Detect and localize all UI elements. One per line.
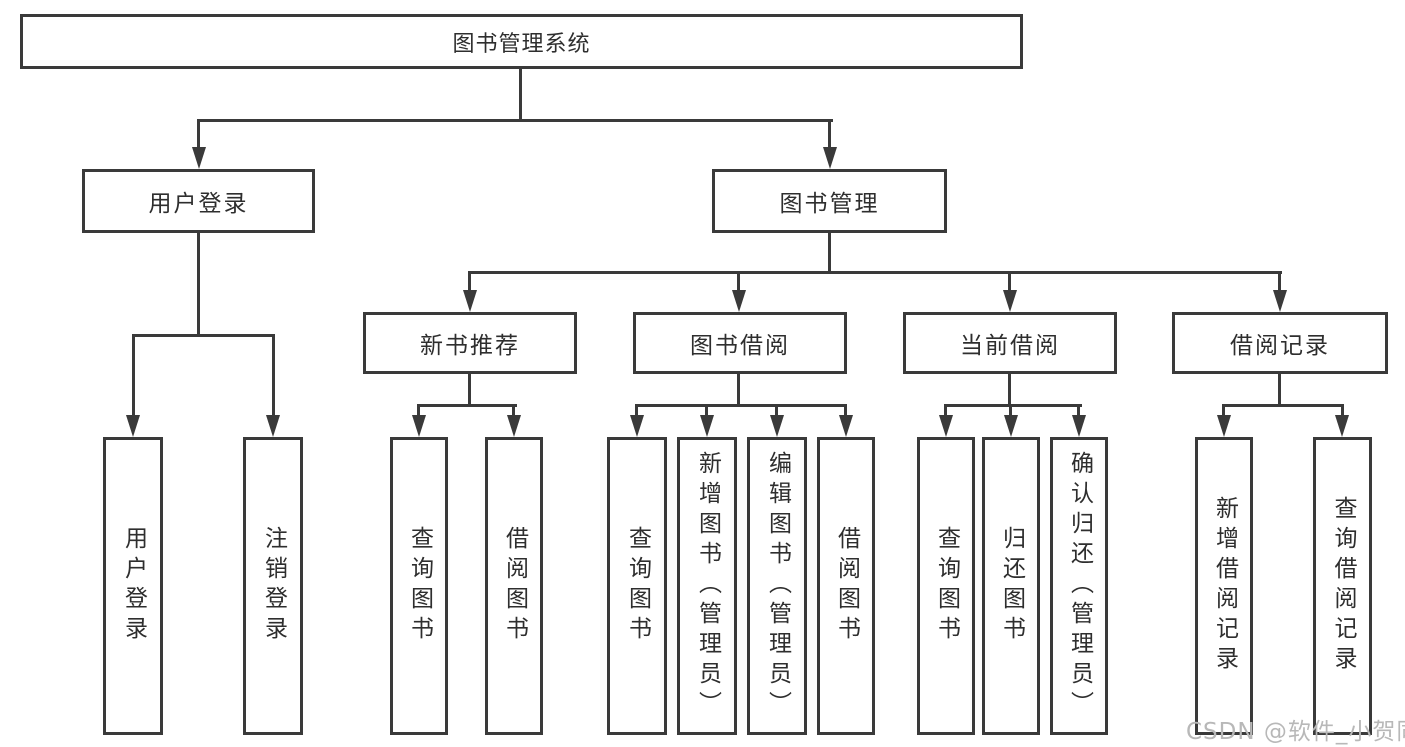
connector-vline [1008,374,1011,407]
arrow-down-icon [823,147,837,169]
connector-vline [1278,271,1281,291]
arrow-down-icon [266,415,280,437]
arrow-down-icon [939,415,953,437]
leaf-return-books: 归还图书 [982,437,1040,735]
leaf-edit-book-admin: 编辑图书（管理员） [747,437,807,735]
arrow-down-icon [1217,415,1231,437]
connector-vline [705,404,708,418]
leaf-label: 查询图书 [624,526,651,646]
arrow-down-icon [126,415,140,437]
connector-vline [132,334,135,416]
connector-vline [417,404,420,418]
arrow-down-icon [630,415,644,437]
node-user-login: 用户登录 [82,169,315,233]
connector-hline [468,271,1282,274]
leaf-label: 确认归还（管理员） [1066,451,1093,721]
leaf-label: 借阅图书 [501,526,528,646]
leaf-label: 归还图书 [998,526,1025,646]
leaf-add-book-admin: 新增图书（管理员） [677,437,737,735]
leaf-confirm-return-admin: 确认归还（管理员） [1050,437,1108,735]
arrow-down-icon [732,290,746,312]
leaf-label: 新增图书（管理员） [694,451,721,721]
connector-vline [1008,271,1011,291]
leaf-borrow-books: 借阅图书 [817,437,875,735]
leaf-label: 借阅图书 [833,526,860,646]
connector-vline [197,119,200,148]
connector-vline [1278,374,1281,407]
leaf-label: 编辑图书（管理员） [764,451,791,721]
node-library-management-system: 图书管理系统 [20,14,1023,69]
watermark: CSDN @软件_小贺同学 [1186,719,1405,745]
leaf-add-borrow-record: 新增借阅记录 [1195,437,1253,735]
connector-vline [1341,404,1344,418]
arrow-down-icon [1273,290,1287,312]
leaf-query-borrow-record: 查询借阅记录 [1313,437,1372,735]
arrow-down-icon [839,415,853,437]
connector-vline [737,271,740,291]
leaf-label: 新增借阅记录 [1211,496,1238,676]
connector-hline [944,404,1082,407]
leaf-label: 用户登录 [120,526,147,646]
connector-vline [844,404,847,418]
connector-vline [828,119,831,148]
connector-vline [737,374,740,407]
node-label: 图书管理 [779,191,880,217]
node-label: 当前借阅 [960,333,1060,359]
connector-vline [512,404,515,418]
node-label: 借阅记录 [1230,333,1330,359]
connector-vline [944,404,947,418]
arrow-down-icon [507,415,521,437]
arrow-down-icon [463,290,477,312]
node-label: 新书推荐 [420,333,520,359]
connector-vline [635,404,638,418]
arrow-down-icon [192,147,206,169]
connector-vline [775,404,778,418]
arrow-down-icon [1335,415,1349,437]
leaf-user-login: 用户登录 [103,437,163,735]
leaf-borrow-books-recommend: 借阅图书 [485,437,543,735]
connector-hline [132,334,275,337]
leaf-logout: 注销登录 [243,437,303,735]
arrow-down-icon [412,415,426,437]
connector-vline [1222,404,1225,418]
leaf-label: 注销登录 [260,526,287,646]
arrow-down-icon [1003,290,1017,312]
connector-vline [468,374,471,407]
leaf-query-books-borrow: 查询图书 [607,437,667,735]
leaf-label: 查询借阅记录 [1330,496,1356,676]
node-current-borrowing: 当前借阅 [903,312,1117,374]
node-label: 用户登录 [148,191,249,217]
leaf-query-books-recommend: 查询图书 [390,437,448,735]
node-book-management: 图书管理 [712,169,947,233]
connector-vline [468,271,471,291]
leaf-label: 查询图书 [406,526,433,646]
node-book-borrowing: 图书借阅 [633,312,847,374]
connector-vline [828,233,831,274]
connector-vline [197,233,200,337]
connector-hline [197,119,833,122]
connector-hline [1222,404,1344,407]
node-label: 图书管理系统 [452,31,591,57]
connector-vline [519,69,522,122]
connector-hline [635,404,847,407]
node-label: 图书借阅 [690,333,790,359]
node-borrowing-records: 借阅记录 [1172,312,1388,374]
arrow-down-icon [1072,415,1086,437]
arrow-down-icon [700,415,714,437]
arrow-down-icon [770,415,784,437]
connector-vline [272,334,275,416]
connector-vline [1009,404,1012,418]
connector-hline [417,404,517,407]
node-new-book-recommendation: 新书推荐 [363,312,577,374]
leaf-query-books-current: 查询图书 [917,437,975,735]
connector-vline [1077,404,1080,418]
arrow-down-icon [1004,415,1018,437]
leaf-label: 查询图书 [933,526,960,646]
